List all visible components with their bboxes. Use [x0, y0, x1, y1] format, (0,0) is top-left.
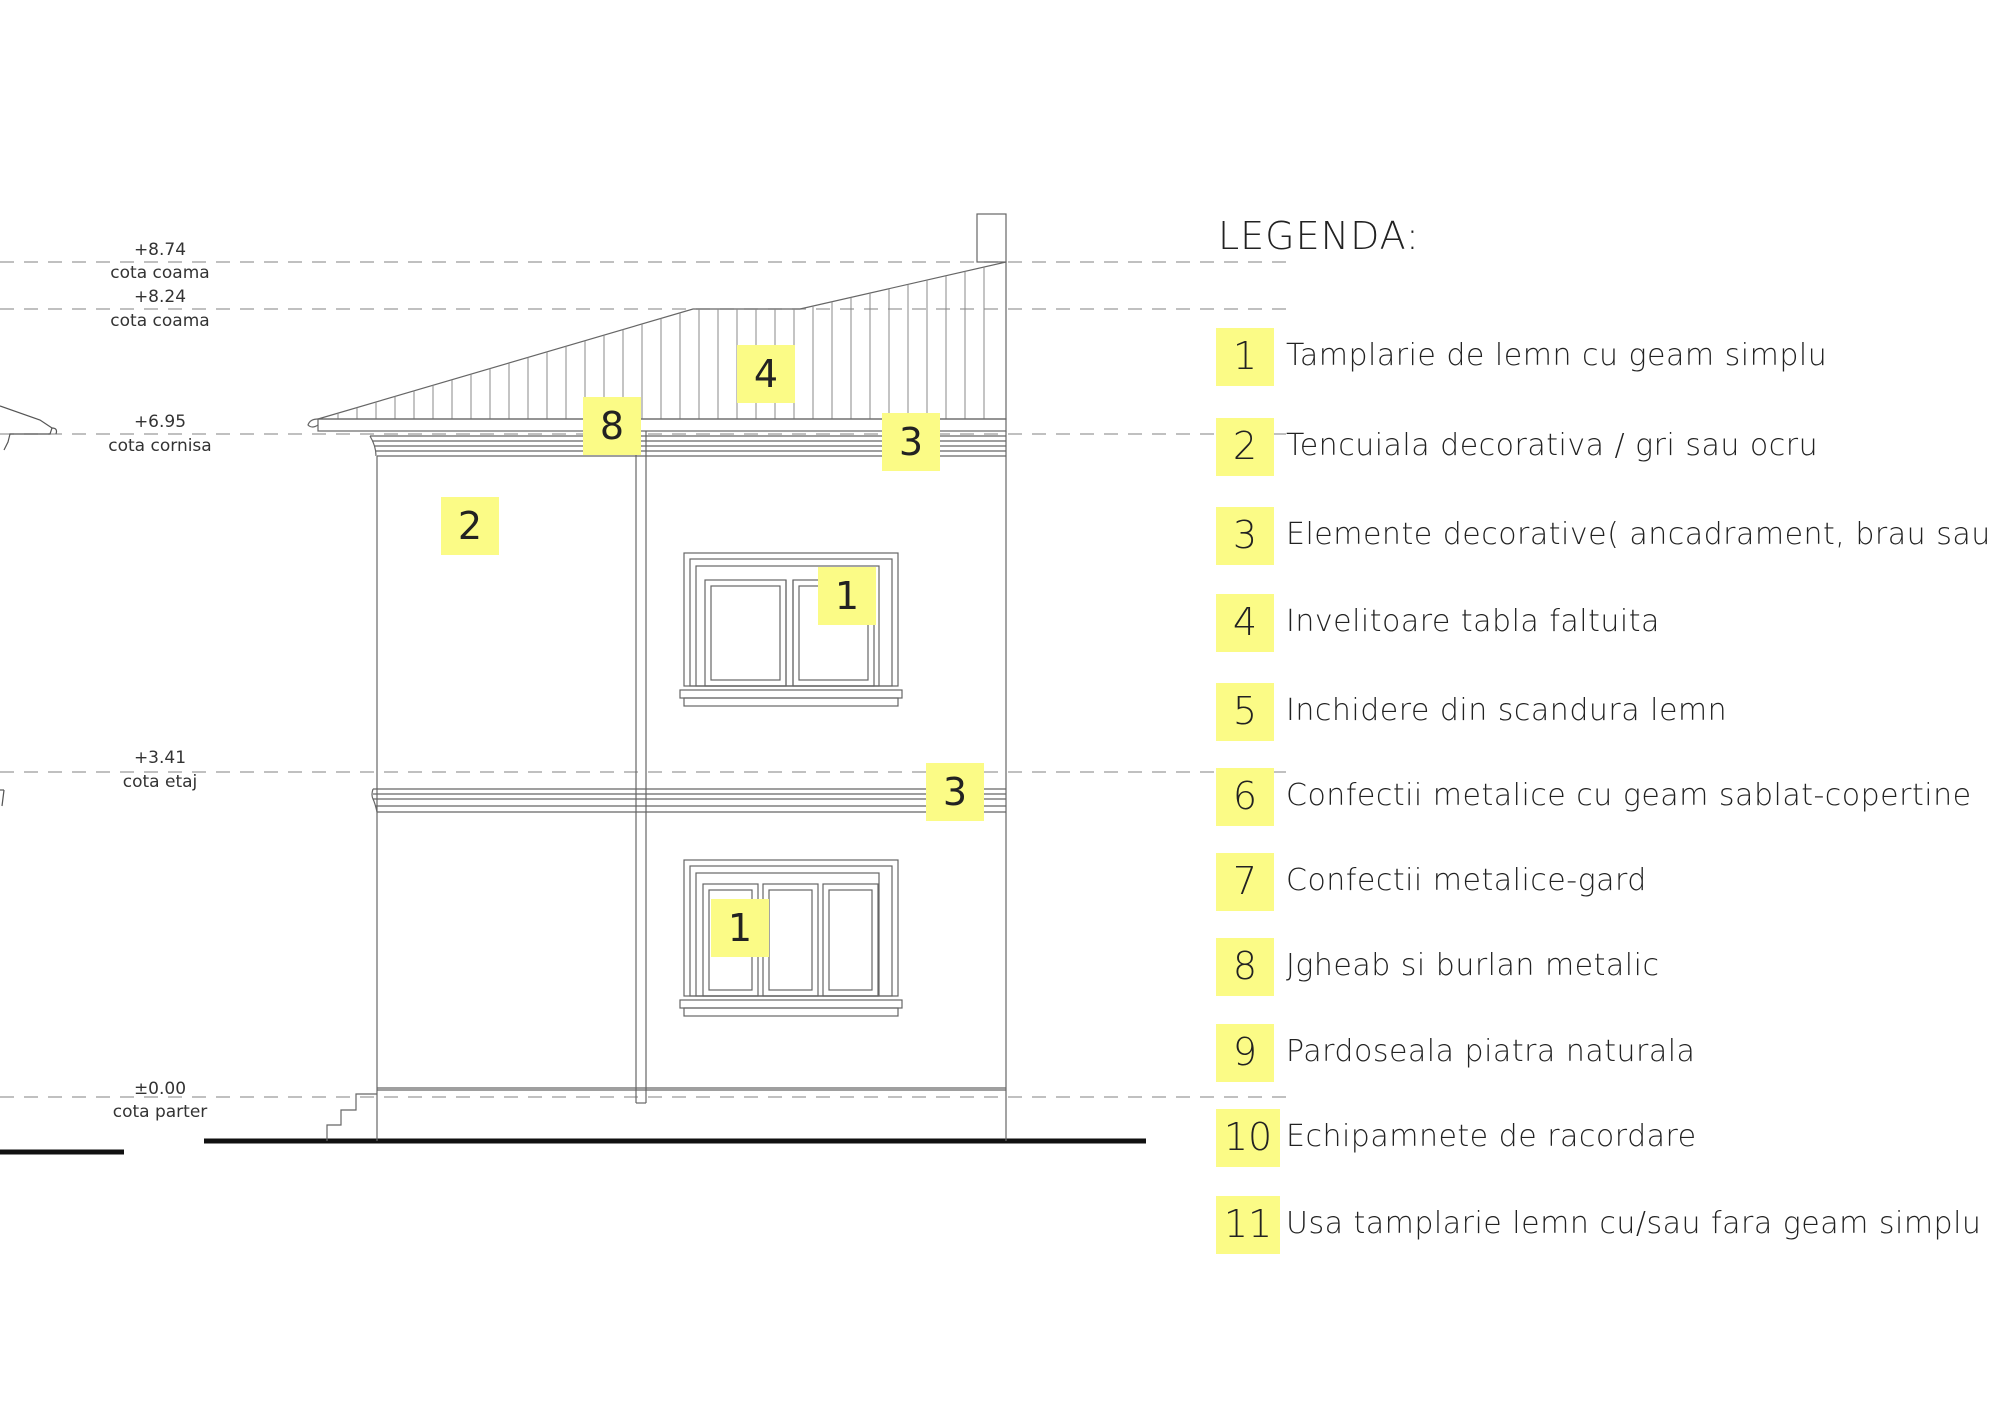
level-label: cota cornisa [108, 436, 211, 456]
drawing-tags: 4 8 3 2 1 3 1 [441, 345, 984, 957]
level-value: ±0.00 [134, 1079, 186, 1099]
tag-number: 8 [600, 404, 624, 448]
tag-marker [441, 497, 499, 555]
roof [317, 213, 1007, 420]
legend-number: 1 [1216, 328, 1274, 386]
level-lines [0, 261, 1290, 1098]
level-value: +6.95 [134, 412, 186, 432]
legend-text: Confectii metalice-gard [1286, 863, 1647, 898]
facade [326, 431, 1007, 1141]
level-label: cota parter [113, 1102, 208, 1122]
legend: 1 Tamplarie de lemn cu geam simplu 2 Ten… [1216, 0, 2000, 1413]
legend-number: 7 [1216, 853, 1274, 911]
level-labels: +8.74 cota coama +8.24 cota coama +6.95 … [108, 240, 211, 1122]
legend-text: Jgheab si burlan metalic [1286, 948, 1660, 983]
legend-number: 6 [1216, 768, 1274, 826]
legend-number: 4 [1216, 594, 1274, 652]
legend-text: Tamplarie de lemn cu geam simplu [1286, 338, 1828, 373]
level-label: cota coama [110, 263, 209, 283]
steps [326, 1093, 377, 1141]
legend-text: Echipamnete de racordare [1286, 1119, 1697, 1154]
legend-number: 11 [1216, 1196, 1280, 1254]
level-value: +8.74 [134, 240, 186, 260]
tag-marker [882, 413, 940, 471]
chimney [976, 213, 1007, 263]
legend-number: 10 [1216, 1109, 1280, 1167]
window-upper [679, 552, 903, 707]
level-value: +3.41 [134, 748, 186, 768]
roof-seams [337, 267, 985, 419]
tag-marker [583, 397, 641, 455]
level-label: cota coama [110, 311, 209, 331]
neighbour-fragment [0, 405, 58, 807]
legend-text: Invelitoare tabla faltuita [1286, 604, 1660, 639]
ground-lines [0, 1138, 1146, 1155]
roof-outline [317, 261, 1007, 420]
tag-number: 2 [458, 504, 482, 548]
tag-marker [818, 567, 876, 625]
legend-text: Pardoseala piatra naturala [1286, 1034, 1696, 1069]
legend-text: Tencuiala decorativa / gri sau ocru [1286, 428, 1819, 463]
legend-text: Elemente decorative( ancadrament, brau s… [1286, 517, 2000, 552]
legend-number: 8 [1216, 938, 1274, 996]
level-value: +8.24 [134, 287, 186, 307]
legend-number: 3 [1216, 507, 1274, 565]
tag-marker [711, 899, 769, 957]
legend-number: 2 [1216, 418, 1274, 476]
legend-text: Confectii metalice cu geam sablat-copert… [1286, 778, 1972, 813]
legend-number: 5 [1216, 683, 1274, 741]
tag-number: 1 [728, 906, 752, 950]
tag-marker [737, 345, 795, 403]
tag-number: 1 [835, 574, 859, 618]
legend-title: LEGENDA: [1218, 214, 1420, 258]
level-label: cota etaj [123, 772, 198, 792]
tag-marker [926, 763, 984, 821]
tag-number: 4 [754, 352, 778, 396]
legend-number: 9 [1216, 1024, 1274, 1082]
legend-text: Inchidere din scandura lemn [1286, 693, 1728, 728]
tag-number: 3 [899, 420, 923, 464]
tag-number: 3 [943, 770, 967, 814]
legend-text: Usa tamplarie lemn cu/sau fara geam simp… [1286, 1206, 1982, 1241]
